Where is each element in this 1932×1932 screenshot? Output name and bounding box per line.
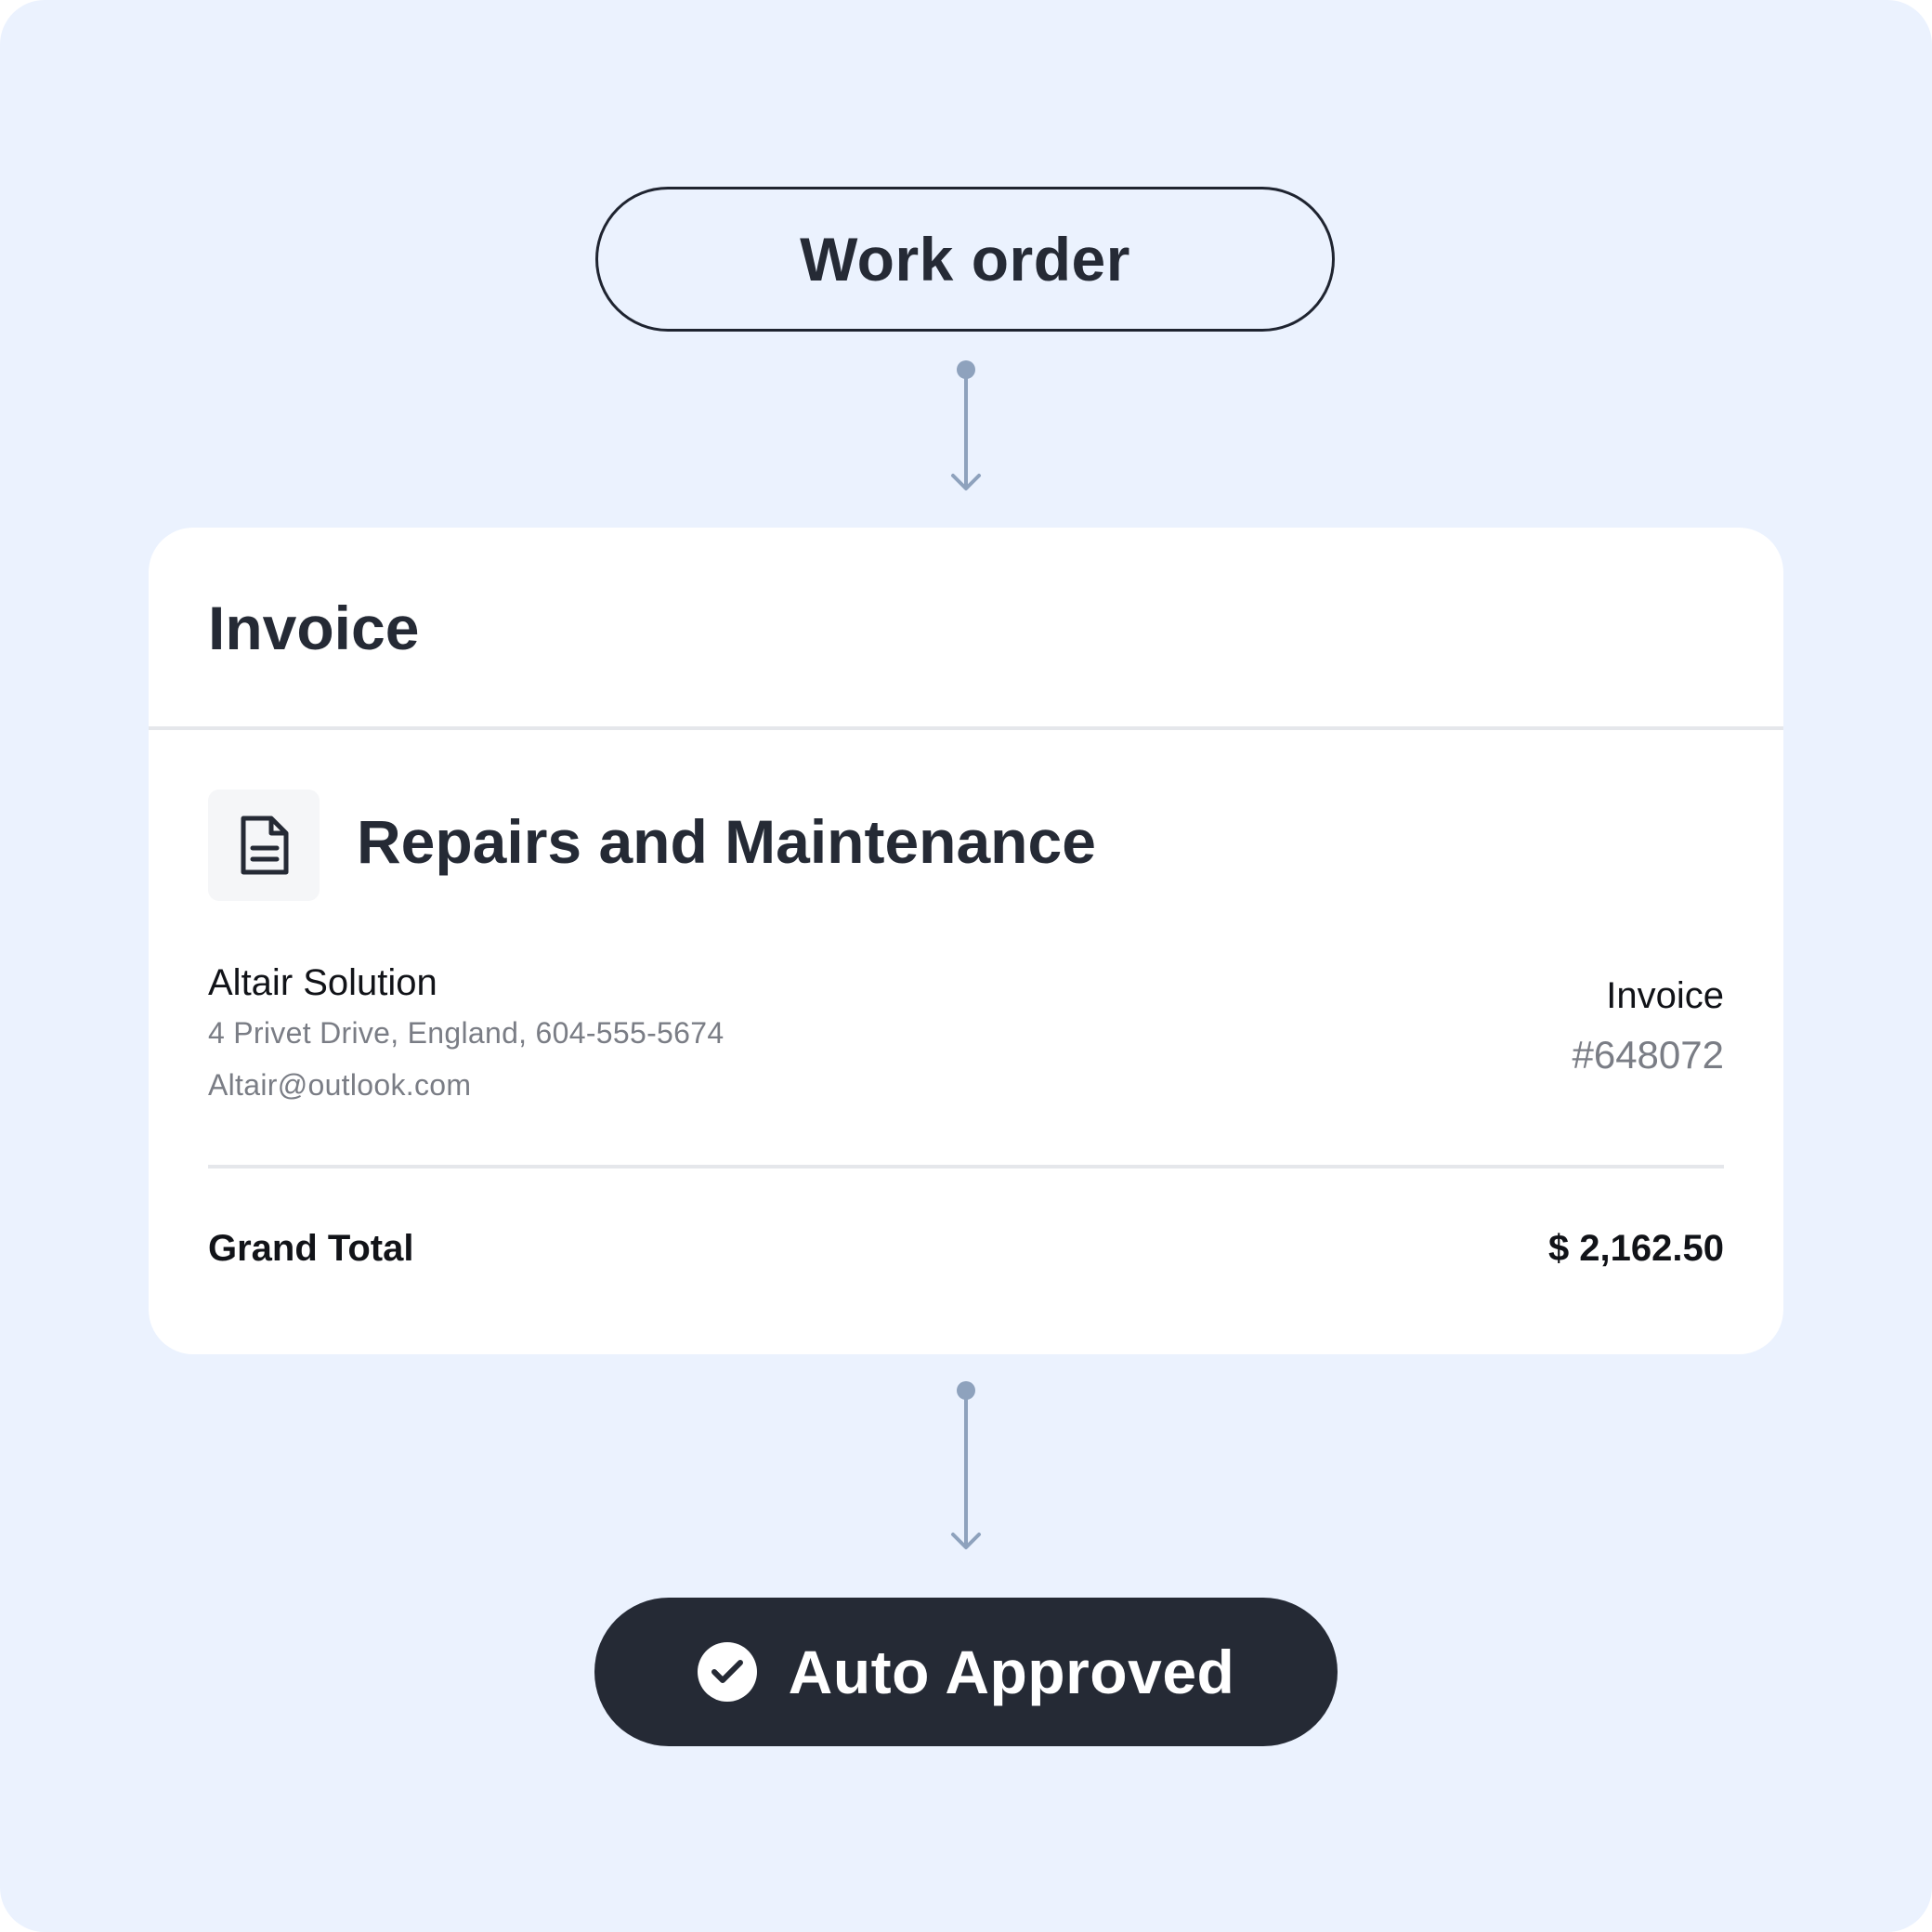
invoice-number: #648072	[1572, 1033, 1724, 1077]
vendor-name: Altair Solution	[208, 962, 437, 1003]
grand-total-label: Grand Total	[208, 1228, 414, 1269]
invoice-category-title: Repairs and Maintenance	[357, 807, 1096, 876]
vendor-address: 4 Privet Drive, England, 604-555-5674	[208, 1016, 724, 1050]
work-order-label: Work order	[800, 225, 1130, 294]
total-divider	[208, 1165, 1724, 1168]
auto-approved-node[interactable]: Auto Approved	[594, 1598, 1338, 1746]
auto-approved-label: Auto Approved	[788, 1638, 1235, 1706]
invoice-number-label: Invoice	[1606, 975, 1724, 1016]
document-icon	[208, 790, 320, 901]
check-circle-icon	[697, 1642, 757, 1702]
invoice-card-title: Invoice	[208, 594, 420, 662]
vendor-email: Altair@outlook.com	[208, 1068, 472, 1102]
invoice-card[interactable]: Invoice Repairs and Maintenance Altair S…	[149, 528, 1783, 1354]
work-order-node[interactable]: Work order	[595, 187, 1335, 332]
connector-arrow-top	[947, 359, 985, 494]
grand-total-value: $ 2,162.50	[1547, 1228, 1724, 1269]
connector-arrow-bottom	[947, 1378, 985, 1555]
card-divider	[149, 726, 1783, 730]
